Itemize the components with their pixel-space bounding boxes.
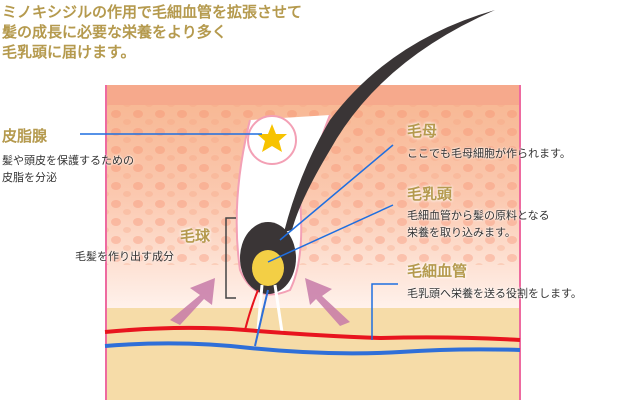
leader-lines <box>80 133 398 340</box>
sebaceous-desc: 髪や頭皮を保護するための 皮脂を分泌 <box>2 154 134 184</box>
sebaceous-title: 皮脂腺 <box>2 127 48 145</box>
capillary-desc: 毛乳頭へ栄養を送る役割をします。 <box>407 287 582 300</box>
vein <box>104 341 521 356</box>
dermal-papilla <box>252 250 284 286</box>
intro-text: ミノキシジルの作用で毛細血管を拡張させて 髪の成長に必要な栄養をより多く 毛乳頭… <box>2 3 303 61</box>
papilla-title: 毛乳頭 <box>407 185 453 203</box>
upward-arrow-right <box>305 278 350 326</box>
upward-arrow-left <box>170 278 215 325</box>
papilla-desc: 毛細血管から髪の原料となる 栄養を取り込みます。 <box>407 209 550 239</box>
matrix-desc: ここでも毛母細胞が作られます。 <box>407 147 571 160</box>
bulb-title: 毛球 <box>180 227 211 245</box>
matrix-title: 毛母 <box>407 122 438 140</box>
artery <box>104 325 521 342</box>
capillary-title: 毛細血管 <box>407 262 468 280</box>
star-icon <box>257 124 287 152</box>
bulb-desc: 毛髪を作り出す成分 <box>75 250 174 263</box>
